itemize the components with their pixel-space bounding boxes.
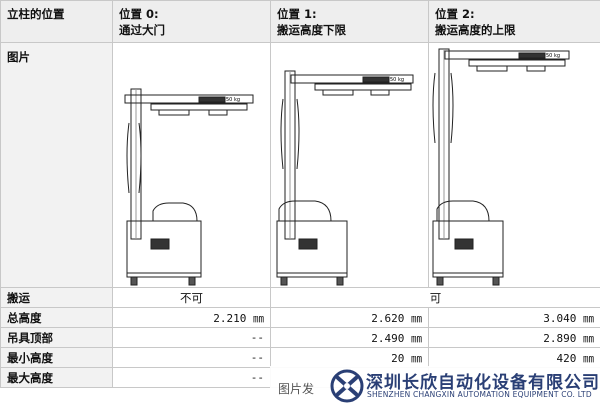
position-2-subtitle: 搬运高度的上限 bbox=[435, 23, 516, 37]
position-0-title: 位置 0: bbox=[119, 7, 159, 21]
header-position-0: 位置 0: 通过大门 bbox=[112, 0, 271, 43]
machine-drawing-position-2: 50 kg bbox=[428, 42, 600, 288]
row-label: 最小高度 bbox=[0, 347, 113, 368]
load-label-position-1: 50 kg bbox=[390, 77, 404, 83]
changxin-logo-icon bbox=[330, 369, 364, 403]
row-label: 总高度 bbox=[0, 307, 113, 328]
row-value-position-2: 2.890 ㎜ bbox=[428, 327, 600, 348]
transport-position-1-2: 可 bbox=[270, 287, 600, 308]
row-value-position-1: 20 ㎜ bbox=[270, 347, 429, 368]
row-label: 最大高度 bbox=[0, 367, 113, 388]
load-label-position-0: 50 kg bbox=[226, 97, 240, 103]
position-2-title: 位置 2: bbox=[435, 7, 475, 21]
row-value-position-0: -- bbox=[112, 347, 271, 368]
company-name-cn: 深圳长欣自动化设备有限公司 bbox=[366, 373, 600, 393]
row-value-position-1: 2.620 ㎜ bbox=[270, 307, 429, 328]
header-position-1: 位置 1: 搬运高度下限 bbox=[270, 0, 429, 43]
lift-machine-icon: 50 kg bbox=[432, 48, 570, 286]
row-label: 吊具顶部 bbox=[0, 327, 113, 348]
transport-position-0: 不可 bbox=[112, 287, 271, 308]
row-value-position-2: 420 ㎜ bbox=[428, 347, 600, 368]
header-row: 立柱的位置 位置 0: 通过大门 位置 1: 搬运高度下限 位置 2: 搬运高度… bbox=[0, 0, 600, 43]
load-label-position-2: 50 kg bbox=[546, 53, 560, 59]
company-name-en: SHENZHEN CHANGXIN AUTOMATION EQUIPMENT C… bbox=[367, 390, 592, 399]
watermark-text: 图片发 bbox=[278, 382, 315, 396]
machine-drawing-position-1: 50 kg bbox=[270, 42, 429, 288]
position-1-title: 位置 1: bbox=[277, 7, 317, 21]
table-row: 吊具顶部 -- 2.490 ㎜ 2.890 ㎜ bbox=[0, 327, 600, 348]
machine-drawing-position-0: 50 kg bbox=[112, 42, 271, 288]
table-row: 最小高度 -- 20 ㎜ 420 ㎜ bbox=[0, 347, 600, 368]
header-position-2: 位置 2: 搬运高度的上限 bbox=[428, 0, 600, 43]
table-row: 搬运 不可 可 bbox=[0, 287, 600, 308]
row-value-position-0: -- bbox=[112, 367, 271, 388]
watermark: 图片发 深圳长欣自动化设备有限公司 SHENZHEN CHANGXIN AUTO… bbox=[270, 366, 600, 406]
row-value-position-0: -- bbox=[112, 327, 271, 348]
lift-machine-icon: 50 kg bbox=[124, 88, 254, 286]
header-column-label: 立柱的位置 bbox=[0, 0, 113, 43]
row-value-position-1: 2.490 ㎜ bbox=[270, 327, 429, 348]
picture-row: 图片 bbox=[0, 42, 600, 288]
lift-machine-icon: 50 kg bbox=[276, 70, 414, 286]
position-0-subtitle: 通过大门 bbox=[119, 23, 165, 37]
table-row: 总高度 2.210 ㎜ 2.620 ㎜ 3.040 ㎜ bbox=[0, 307, 600, 328]
row-value-position-0: 2.210 ㎜ bbox=[112, 307, 271, 328]
row-value-position-2: 3.040 ㎜ bbox=[428, 307, 600, 328]
picture-row-label: 图片 bbox=[0, 42, 113, 288]
spec-table: 立柱的位置 位置 0: 通过大门 位置 1: 搬运高度下限 位置 2: 搬运高度… bbox=[0, 0, 600, 388]
position-1-subtitle: 搬运高度下限 bbox=[277, 23, 346, 37]
transport-label: 搬运 bbox=[0, 287, 113, 308]
